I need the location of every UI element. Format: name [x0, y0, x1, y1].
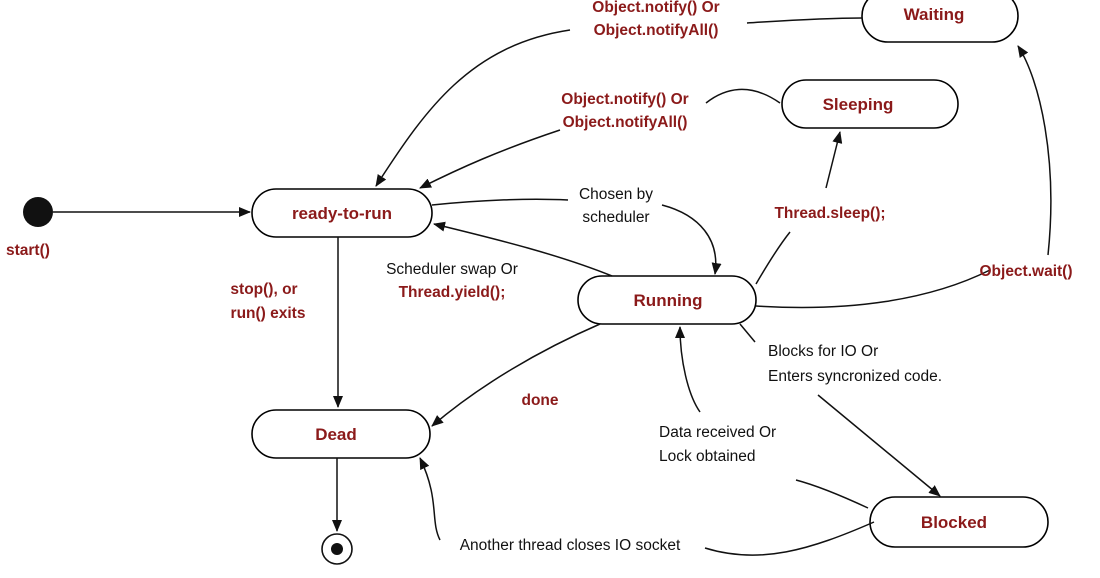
edge-blocked-to-dead	[420, 458, 875, 556]
stop-label-line1: stop(), or	[230, 281, 297, 298]
edge-blocked-to-running	[680, 327, 869, 509]
notify-waiting-label-line2: Object.notifyAll()	[594, 22, 719, 39]
blocks-label-line1: Blocks for IO Or	[768, 343, 878, 360]
state-waiting-label: Waiting	[904, 5, 965, 24]
edge-running-to-waiting	[755, 46, 1052, 309]
edge-running-to-dead	[431, 323, 601, 427]
notify-waiting-label-line1: Object.notify() Or	[592, 0, 719, 16]
done-label: done	[521, 392, 558, 409]
scheduler-swap-label-line1: Scheduler swap Or	[386, 261, 518, 278]
stop-label-line2: run() exits	[231, 305, 306, 322]
notify-sleeping-label-line1: Object.notify() Or	[561, 91, 688, 108]
blocks-label-line2: Enters syncronized code.	[768, 368, 942, 385]
state-blocked-label: Blocked	[921, 513, 987, 532]
thread-sleep-label: Thread.sleep();	[774, 205, 885, 222]
edge-sleeping-to-ready	[420, 88, 781, 188]
state-blocked: Blocked	[869, 496, 1049, 548]
start-label: start()	[6, 242, 50, 259]
chosen-by-scheduler-line1: Chosen by	[579, 186, 653, 203]
edge-running-to-blocked	[739, 323, 940, 496]
state-ready-to-run-label: ready-to-run	[292, 204, 392, 223]
closes-socket-label: Another thread closes IO socket	[460, 537, 681, 554]
chosen-by-scheduler-line2: scheduler	[582, 209, 649, 226]
edge-ready-to-running	[431, 198, 716, 274]
end-node	[321, 533, 353, 565]
state-dead-label: Dead	[315, 425, 357, 444]
scheduler-swap-label-line2: Thread.yield();	[399, 284, 506, 301]
state-dead: Dead	[251, 409, 431, 459]
state-running-label: Running	[634, 291, 703, 310]
data-received-label-line1: Data received Or	[659, 424, 776, 441]
state-sleeping-label: Sleeping	[823, 95, 894, 114]
state-sleeping: Sleeping	[781, 79, 959, 129]
edge-running-to-ready	[433, 221, 613, 277]
state-waiting: Waiting	[861, 0, 1019, 43]
state-ready-to-run: ready-to-run	[251, 188, 433, 238]
notify-sleeping-label-line2: Object.notifyAll()	[563, 114, 688, 131]
state-running: Running	[577, 275, 757, 325]
data-received-label-line2: Lock obtained	[659, 448, 756, 465]
start-node	[23, 197, 53, 227]
edge-waiting-to-ready	[376, 17, 863, 186]
object-wait-label: Object.wait()	[979, 263, 1072, 280]
edge-running-to-sleeping	[755, 132, 840, 285]
